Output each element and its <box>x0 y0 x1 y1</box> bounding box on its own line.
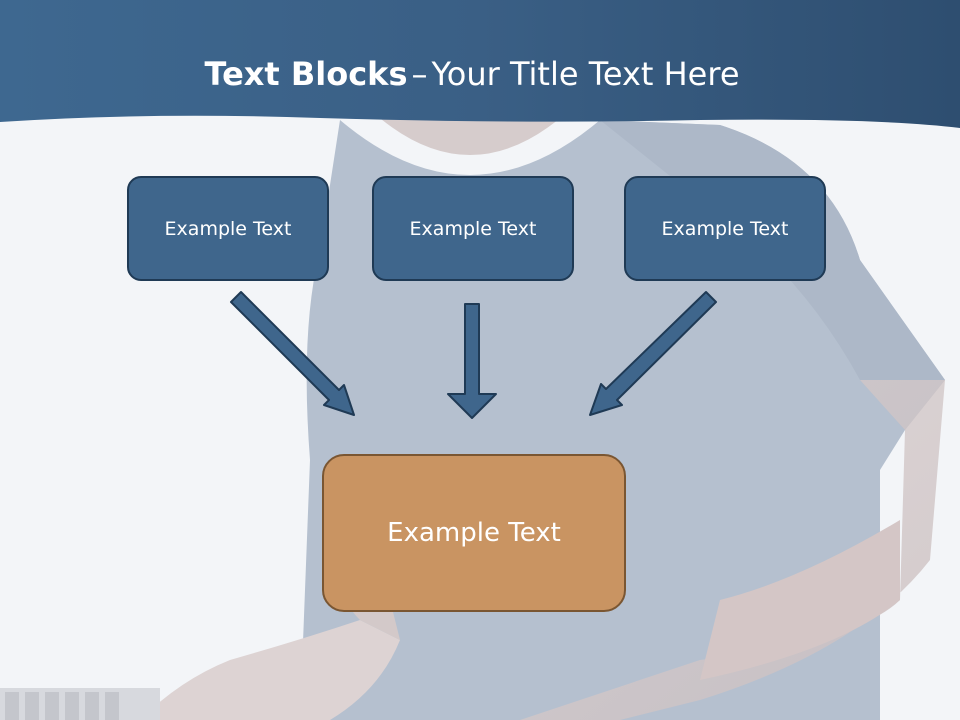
page-title: Text Blocks–Your Title Text Here <box>0 54 944 94</box>
text-block-2-label: Example Text <box>409 217 537 240</box>
text-block-1[interactable]: Example Text <box>127 176 329 281</box>
target-text-block[interactable]: Example Text <box>322 454 626 612</box>
text-block-2[interactable]: Example Text <box>372 176 574 281</box>
title-separator: – <box>411 55 428 93</box>
header-banner <box>0 0 960 128</box>
text-block-3[interactable]: Example Text <box>624 176 826 281</box>
arrow-center <box>447 303 497 419</box>
arrow-right <box>589 291 717 416</box>
title-bold: Text Blocks <box>204 55 408 93</box>
title-rest: Your Title Text Here <box>431 55 740 93</box>
text-block-1-label: Example Text <box>164 217 292 240</box>
arrow-left <box>230 291 355 416</box>
target-text-block-label: Example Text <box>387 518 561 548</box>
text-block-3-label: Example Text <box>661 217 789 240</box>
